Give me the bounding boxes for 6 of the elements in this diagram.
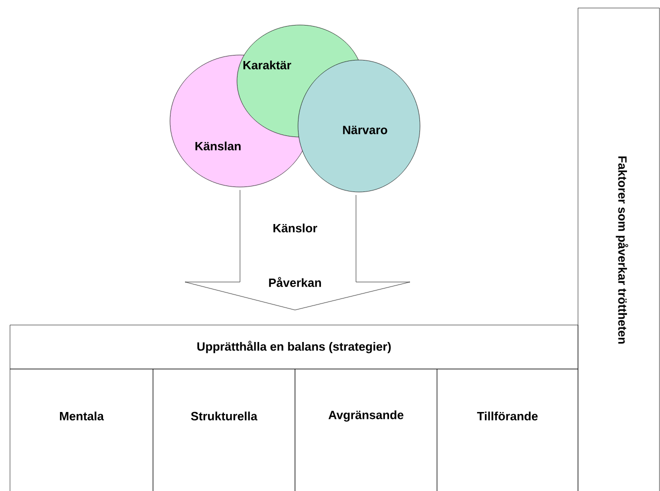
column-box: Avgränsande [294,368,438,491]
side-box: Faktorer som påverkar tröttheten [578,8,660,491]
column-box: Strukturella [152,368,296,491]
header-box: Upprätthålla en balans (strategier) [10,324,578,370]
column-box: Tillförande [436,368,578,491]
column-box: Mentala [10,368,154,491]
